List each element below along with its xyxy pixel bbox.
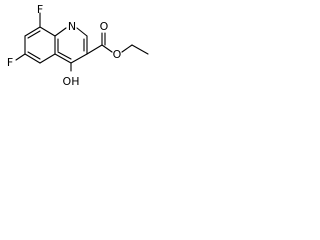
benzene-ring (24, 26, 59, 64)
bond (39, 53, 56, 64)
bond (101, 44, 113, 53)
bond (24, 26, 41, 37)
nitrogen-label: N (68, 20, 76, 33)
bond (70, 53, 88, 64)
bond (86, 44, 103, 55)
bond (27, 51, 41, 60)
pyridine-ring (54, 27, 88, 64)
fluorine-label-top: F (37, 3, 43, 16)
chemical-structure: F F N O O OH (7, 3, 149, 88)
fluorine-label-left: F (7, 56, 13, 69)
ethyl-ester-group (86, 32, 149, 55)
hydroxyl-label: OH (63, 75, 80, 88)
bond (54, 53, 72, 64)
bond-c6-f (15, 53, 26, 61)
bond (27, 30, 41, 39)
bond (121, 44, 133, 53)
bond (131, 44, 149, 55)
ester-oxygen-label: O (113, 48, 122, 61)
bond (39, 26, 56, 37)
bond (54, 27, 67, 37)
bond (57, 51, 72, 60)
carbonyl-oxygen-label: O (100, 20, 109, 33)
bond (24, 53, 41, 64)
bond (76, 27, 88, 37)
